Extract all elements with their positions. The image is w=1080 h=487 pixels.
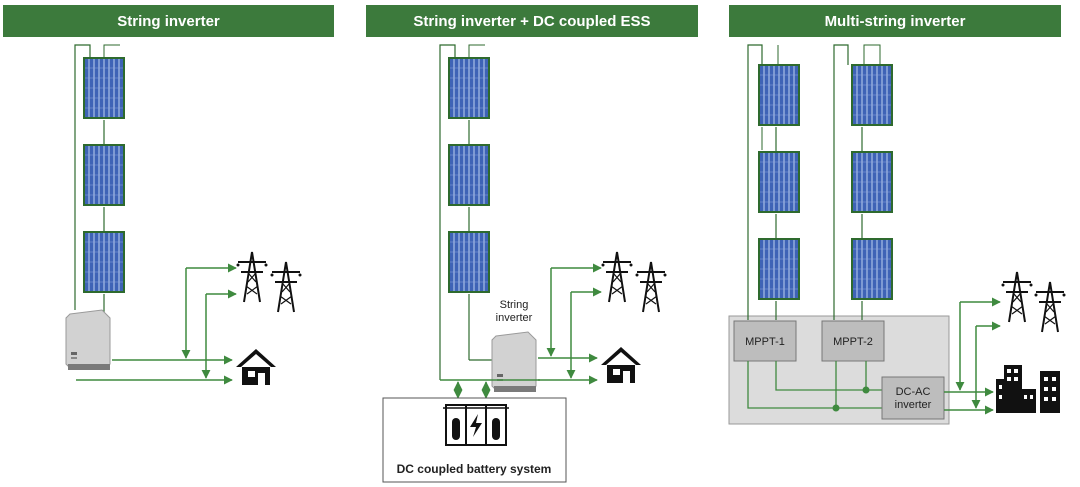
solar-panel bbox=[758, 238, 800, 300]
mppt2-label: MPPT-2 bbox=[833, 336, 873, 348]
header-multi-string-inverter: Multi-string inverter bbox=[729, 5, 1061, 37]
transmission-tower-icon bbox=[600, 251, 634, 303]
transmission-tower-icon bbox=[1000, 271, 1034, 323]
string-inverter-section bbox=[65, 44, 303, 385]
mppt1-label: MPPT-1 bbox=[745, 336, 785, 348]
solar-panel bbox=[448, 57, 490, 119]
dcac-inverter-label: DC-AC bbox=[896, 386, 931, 398]
header-string-inverter-ess: String inverter + DC coupled ESS bbox=[366, 5, 698, 37]
inverter-icon bbox=[491, 331, 537, 393]
string-inverter-label: inverter bbox=[496, 312, 533, 324]
multi-string-section: MPPT-1 MPPT-2 DC-AC inverter bbox=[728, 44, 1067, 425]
solar-panel bbox=[758, 64, 800, 126]
header-string-inverter: String inverter bbox=[3, 5, 334, 37]
house-icon bbox=[601, 347, 641, 383]
solar-panel bbox=[758, 151, 800, 213]
battery-icon bbox=[443, 404, 509, 446]
battery-system-label: DC coupled battery system bbox=[397, 462, 552, 476]
solar-panel bbox=[83, 57, 125, 119]
mppt1-box bbox=[733, 320, 797, 362]
house-icon bbox=[236, 349, 276, 385]
solar-panel bbox=[851, 64, 893, 126]
solar-panel bbox=[83, 144, 125, 206]
string-inverter-ess-section: String inverter DC coupled battery syste… bbox=[382, 44, 668, 483]
city-buildings-icon bbox=[996, 365, 1060, 413]
dcac-inverter-label: inverter bbox=[895, 399, 932, 411]
solar-panel bbox=[851, 238, 893, 300]
transmission-tower-icon bbox=[269, 261, 303, 313]
solar-panel bbox=[83, 231, 125, 293]
mppt2-box bbox=[821, 320, 885, 362]
inverter-icon bbox=[65, 309, 111, 371]
solar-panel bbox=[448, 231, 490, 293]
string-inverter-label: String bbox=[500, 299, 529, 311]
transmission-tower-icon bbox=[1033, 281, 1067, 333]
solar-panel bbox=[851, 151, 893, 213]
solar-panel bbox=[448, 144, 490, 206]
transmission-tower-icon bbox=[634, 261, 668, 313]
dcac-inverter-box bbox=[881, 376, 945, 420]
transmission-tower-icon bbox=[235, 251, 269, 303]
